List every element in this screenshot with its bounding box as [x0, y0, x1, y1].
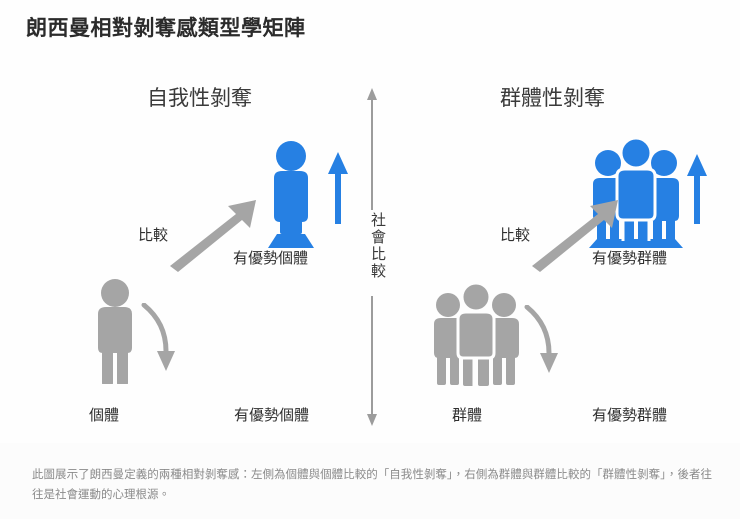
upward-arrow-blue-icon — [327, 152, 349, 224]
downward-curve-arrow-left-icon — [140, 303, 186, 373]
comparison-label-left: 比較 — [138, 227, 169, 244]
comparison-arrow-right-icon — [530, 200, 620, 272]
comparison-label-right: 比較 — [500, 227, 531, 244]
downward-curve-arrow-right-icon — [523, 305, 569, 375]
axis-arrow-down-icon — [367, 414, 377, 426]
advantaged-individual-label: 有優勢個體 — [233, 250, 309, 267]
social-comparison-axis — [358, 88, 386, 426]
axis-label-gap — [358, 210, 386, 296]
bottom-label-advantaged-group: 有優勢群體 — [592, 407, 668, 424]
page-title: 朗西曼相對剝奪感類型學矩陣 — [26, 17, 306, 40]
group-of-three-gray-icon — [428, 283, 524, 387]
single-person-gray-icon — [88, 278, 142, 384]
axis-arrow-up-icon — [367, 88, 377, 100]
comparison-arrow-left-icon — [168, 200, 258, 272]
panel-heading-left: 自我性剝奪 — [147, 87, 252, 110]
bottom-label-advantaged-individual: 有優勢個體 — [234, 407, 310, 424]
caption-area: 此圖展示了朗西曼定義的兩種相對剝奪感：左側為個體與個體比較的「自我性剝奪」，右側… — [0, 443, 740, 519]
group-of-three-blue-icon — [587, 138, 685, 250]
advantaged-group-label: 有優勢群體 — [592, 250, 668, 267]
single-person-blue-icon — [262, 140, 320, 252]
axis-label: 社會比較 — [369, 212, 386, 280]
figure-caption: 此圖展示了朗西曼定義的兩種相對剝奪感：左側為個體與個體比較的「自我性剝奪」，右側… — [32, 469, 712, 501]
bottom-label-individual: 個體 — [89, 407, 120, 424]
bottom-label-group: 群體 — [452, 407, 483, 424]
panel-heading-right: 群體性剝奪 — [500, 87, 605, 110]
upward-arrow-blue-right-icon — [686, 154, 708, 224]
